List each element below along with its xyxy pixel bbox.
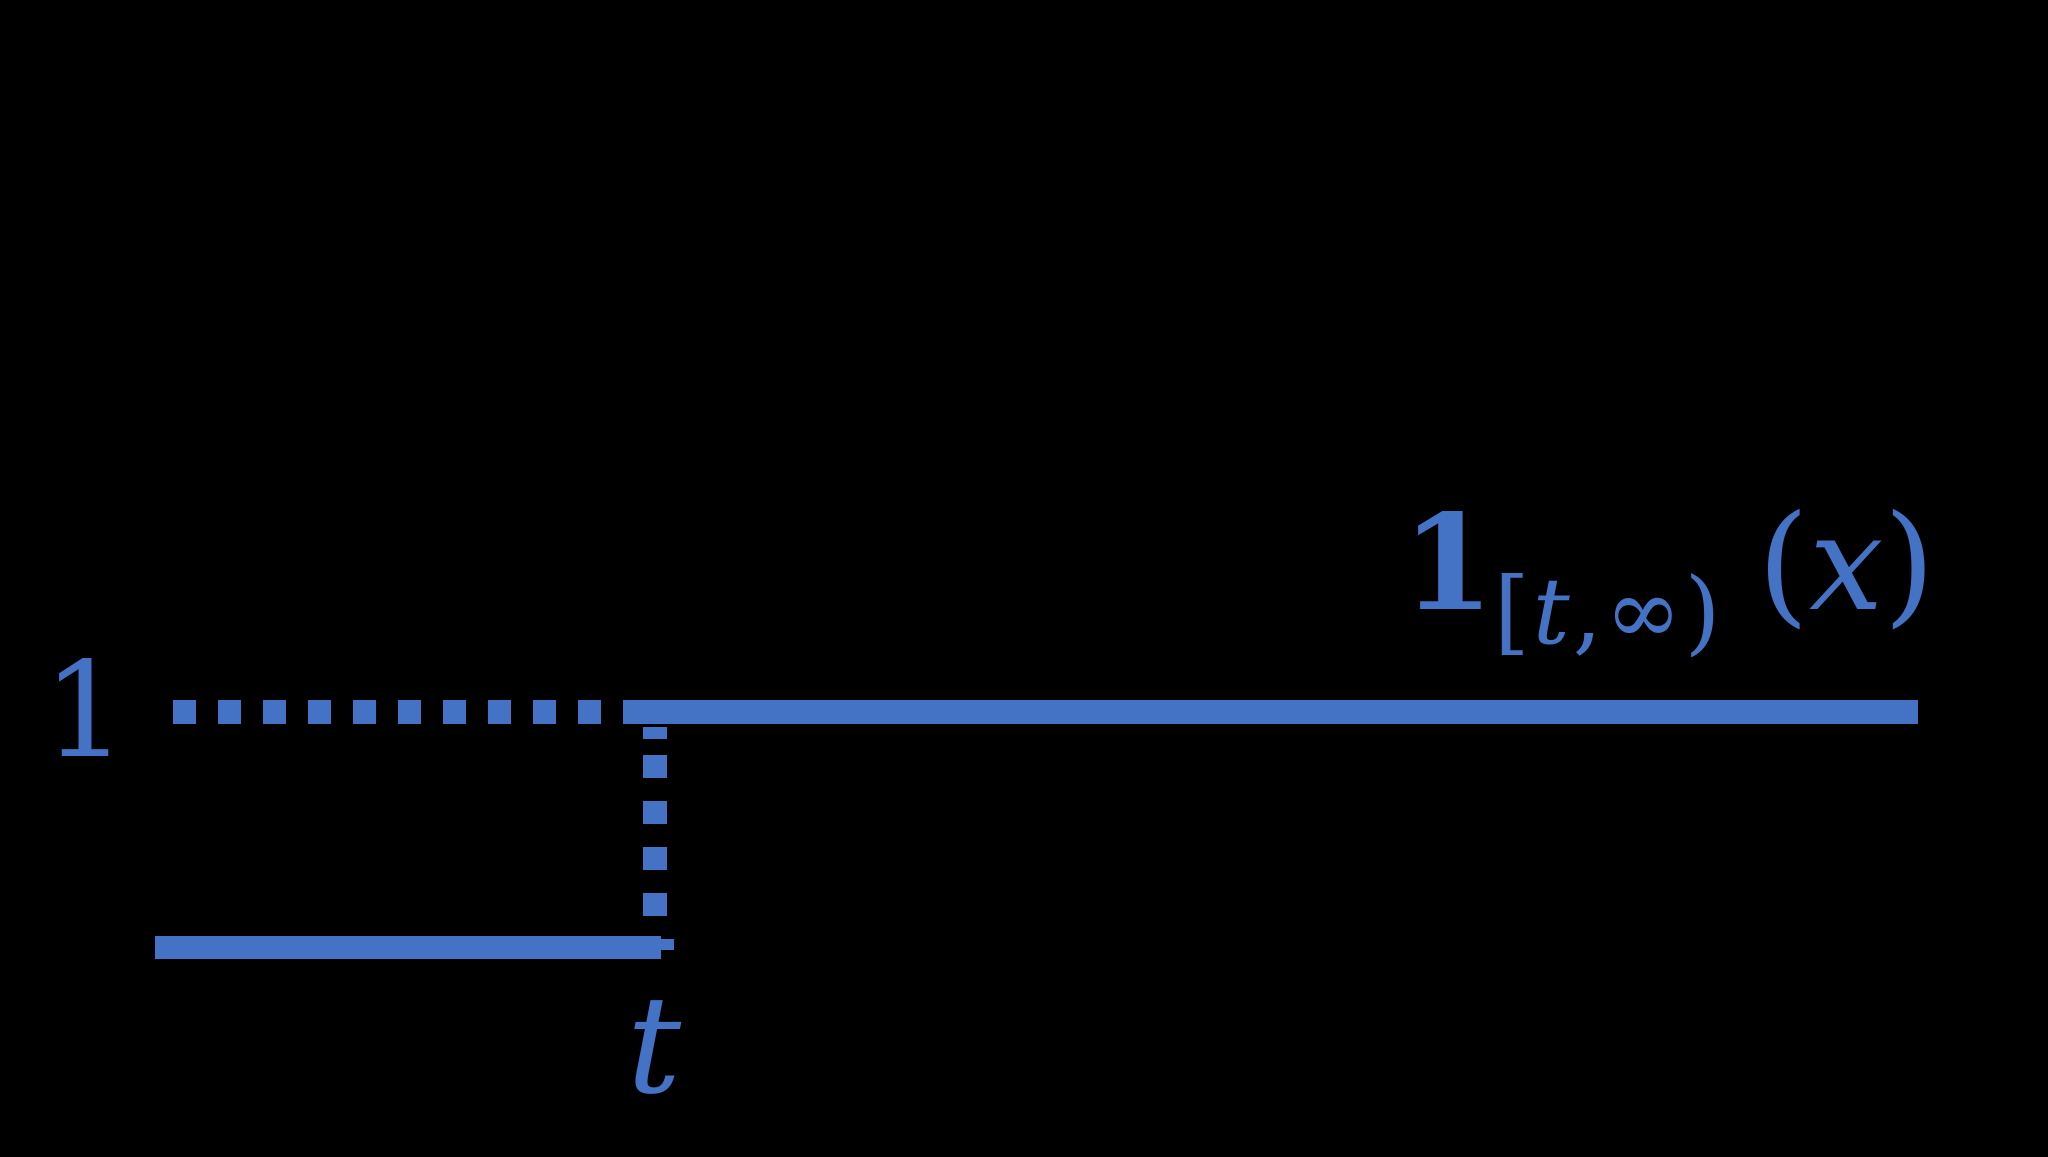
function-formula-label: 1 [t,∞) ( x ) <box>1402 486 1935 658</box>
zero-branch-line <box>155 936 661 959</box>
formula-argument-x: x <box>1809 487 1884 641</box>
formula-subscript-interval: [t,∞) <box>1494 566 1724 658</box>
vertical-dash <box>643 847 667 870</box>
formula-subscript-t: t <box>1532 558 1573 665</box>
vertical-dash <box>643 801 667 824</box>
vertical-dash <box>643 755 667 778</box>
y-axis-tick-label-one: 1 <box>43 634 127 788</box>
formula-subscript-comma-infinity-paren: ,∞) <box>1572 558 1724 665</box>
formula-close-paren: ) <box>1883 487 1935 641</box>
formula-subscript-open-bracket: [ <box>1493 558 1533 665</box>
zero-branch-end-tick <box>661 939 674 950</box>
x-axis-tick-label-t: t <box>626 967 682 1124</box>
formula-indicator-one: 1 <box>1402 486 1494 641</box>
vertical-dash <box>643 727 667 739</box>
vertical-dash <box>643 893 667 916</box>
formula-open-paren: ( <box>1757 487 1810 641</box>
one-branch-line <box>630 700 1918 724</box>
dotted-guide-horizontal-y1 <box>173 700 633 724</box>
